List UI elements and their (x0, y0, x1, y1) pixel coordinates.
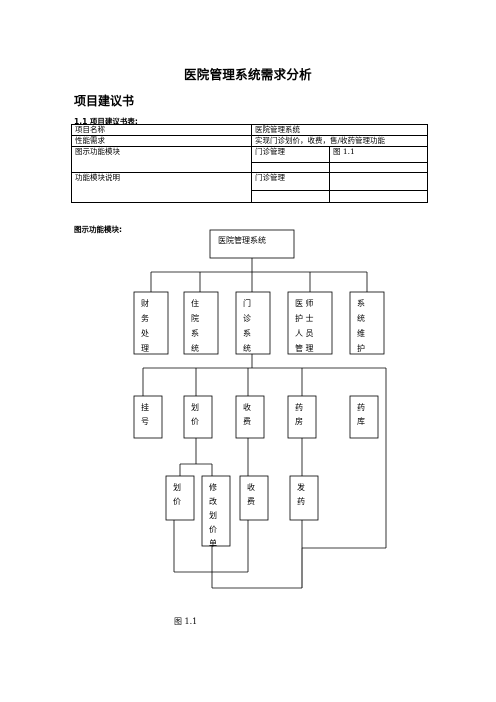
module-label-collect: 收 (247, 482, 255, 492)
module-label-outpatient: 系 (243, 328, 251, 338)
module-label-inpatient: 住 (191, 298, 199, 308)
document-title: 医院管理系统需求分析 (183, 67, 312, 82)
module-label-staff: 管 理 (295, 343, 314, 353)
module-label-registration: 挂 (141, 402, 149, 412)
module-box-outpatient (235, 291, 271, 355)
module-label-finance: 处 (141, 328, 149, 338)
subsection-title: 1.1 项目建议书表: (74, 117, 138, 126)
module-label-modify-price: 划 (209, 510, 217, 520)
module-label-collect: 费 (247, 496, 255, 506)
module-box-inpatient (183, 291, 219, 355)
module-box-maintenance (349, 291, 385, 355)
table-row: 图示功能模块 门诊管理 图 1.1 (71, 146, 428, 173)
table-row (72, 190, 428, 203)
module-box-registration (133, 395, 163, 439)
module-label-pharmacy: 药 (295, 402, 303, 412)
module-box-price (165, 475, 195, 521)
module-box-finance (133, 291, 169, 355)
module-label-dispense: 发 (297, 482, 305, 492)
diagram-label: 图示功能模块: (74, 225, 122, 234)
module-label-modify-price: 改 (209, 496, 217, 506)
table-row: 功能模块说明 门诊管理 (71, 172, 428, 203)
table-cell (329, 190, 428, 203)
module-label-warehouse: 库 (357, 416, 365, 426)
module-label-finance: 务 (141, 313, 149, 323)
module-label-pharmacy: 房 (295, 416, 303, 426)
module-label-dispense: 药 (297, 496, 305, 506)
module-label-price: 划 (173, 482, 181, 492)
module-label-charging: 费 (243, 416, 251, 426)
module-label-staff: 人 员 (295, 329, 314, 338)
module-label-outpatient: 诊 (243, 313, 251, 323)
module-box-dispense (289, 475, 319, 521)
module-label-modify-price: 修 (209, 482, 217, 492)
module-label-maintenance: 系 (357, 298, 365, 308)
module-label-pricing: 划 (191, 402, 199, 412)
table-cell: 功能模块说明 (71, 172, 252, 203)
module-label-modify-price: 单 (209, 538, 217, 548)
module-box-warehouse (349, 395, 379, 439)
module-label-finance: 理 (141, 344, 149, 353)
module-label-outpatient: 门 (243, 298, 251, 308)
module-label-finance: 财 (141, 298, 149, 308)
module-label-staff: 医 师 (295, 298, 314, 308)
module-box-charging (235, 395, 265, 439)
module-label-inpatient: 系 (191, 328, 199, 338)
module-label-registration: 号 (141, 417, 149, 426)
module-box-collect (239, 475, 269, 521)
module-box-staff (287, 291, 333, 355)
module-label-inpatient: 统 (191, 343, 199, 353)
module-label-maintenance: 统 (357, 313, 365, 323)
root-label: 医院管理系统 (218, 235, 266, 245)
module-label-staff: 护 士 (295, 313, 314, 323)
module-box-pricing (183, 395, 213, 439)
project-proposal-table: 项目名称 医院管理系统 性能需求 实现门诊划价，收费，售/收药管理功能 图示功能… (71, 124, 428, 203)
module-label-outpatient: 统 (243, 343, 251, 353)
section-title: 项目建议书 (74, 94, 135, 108)
module-label-pricing: 价 (191, 417, 199, 426)
module-label-modify-price: 价 (209, 525, 217, 534)
module-label-maintenance: 护 (357, 343, 365, 353)
module-label-warehouse: 药 (357, 402, 365, 412)
module-label-inpatient: 院 (191, 313, 199, 323)
connector-lines (133, 229, 387, 589)
module-label-price: 价 (173, 497, 181, 506)
figure-caption: 图 1.1 (174, 617, 198, 626)
module-label-charging: 收 (243, 402, 251, 412)
module-label-maintenance: 维 (357, 328, 365, 338)
module-box-modify-price (201, 475, 231, 547)
